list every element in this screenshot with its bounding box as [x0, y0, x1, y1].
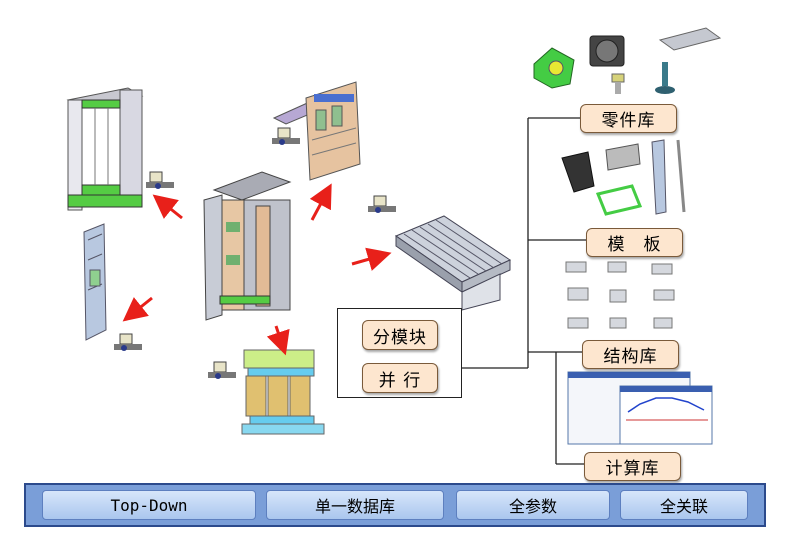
calculation-library-label: 计算库 — [584, 452, 681, 481]
main-cabinet-icon — [203, 171, 292, 321]
engineer-workstation-icon — [114, 333, 142, 351]
structure-thumbnails-icon — [565, 261, 675, 329]
parts-library-label: 零件库 — [580, 104, 677, 133]
split-module-label: 分模块 — [362, 320, 438, 350]
library-connector-lines — [462, 117, 586, 465]
cabinet-frame-icon — [66, 87, 144, 211]
door-panel-icon — [83, 223, 107, 341]
engineer-workstation-icon — [272, 127, 300, 145]
feature-top-down: Top-Down — [42, 490, 256, 520]
component-panel-icon — [272, 81, 361, 181]
feature-bar: Top-Down 单一数据库 全参数 全关联 — [24, 483, 766, 527]
arrow-to-frame — [152, 194, 183, 220]
calculation-screenshot-icon — [567, 371, 713, 445]
feature-full-parameter: 全参数 — [456, 490, 610, 520]
arrow-to-transformer — [266, 325, 290, 356]
feature-full-association: 全关联 — [620, 490, 748, 520]
transformer-assembly-icon — [241, 349, 325, 435]
arrow-to-panel — [309, 183, 332, 221]
parts-thumbnails-icon — [533, 27, 722, 94]
feature-single-database: 单一数据库 — [266, 490, 444, 520]
structure-library-label: 结构库 — [582, 340, 679, 369]
arrow-to-heatsink — [351, 247, 392, 271]
engineer-workstation-icon — [146, 171, 174, 189]
parallel-label: 并 行 — [362, 363, 438, 393]
heat-sink-icon — [394, 215, 512, 311]
arrow-to-door — [122, 296, 153, 322]
template-thumbnails-icon — [561, 139, 686, 216]
engineer-workstation-icon — [368, 195, 396, 213]
engineer-workstation-icon — [208, 361, 236, 379]
template-library-label: 模 板 — [586, 228, 683, 257]
